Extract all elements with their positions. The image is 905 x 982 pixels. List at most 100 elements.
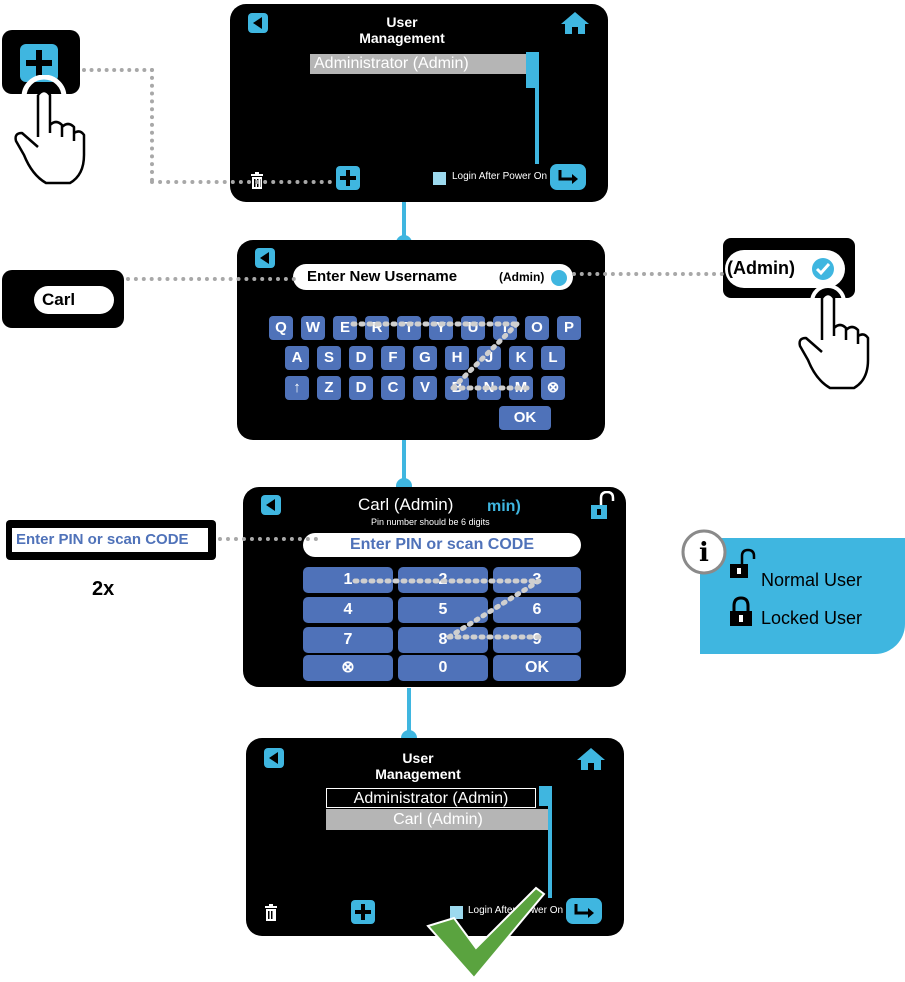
enter-icon <box>558 170 578 184</box>
lock-closed-icon <box>730 596 752 626</box>
key[interactable]: A <box>285 346 309 370</box>
success-check-icon <box>426 886 546 980</box>
dotted-leader-2 <box>126 277 296 281</box>
key[interactable]: F <box>381 346 405 370</box>
lock-open-icon <box>730 548 756 578</box>
user-list-item-selected[interactable]: Carl (Admin) <box>326 809 550 830</box>
callout-username-value: Carl <box>34 286 114 314</box>
numpad-ok-button[interactable]: OK <box>493 655 581 681</box>
dotted-leader-1-v <box>150 68 154 182</box>
trash-icon[interactable] <box>264 904 278 922</box>
page-title: User Management <box>359 14 445 46</box>
back-button[interactable] <box>261 495 281 515</box>
add-icon <box>355 904 371 920</box>
back-button[interactable] <box>264 748 284 768</box>
key[interactable]: D <box>349 376 373 400</box>
home-icon[interactable] <box>576 746 606 772</box>
key[interactable]: R <box>365 316 389 340</box>
locked-user-label: Locked User <box>761 608 863 628</box>
lock-open-icon[interactable] <box>589 491 615 521</box>
key[interactable]: L <box>541 346 565 370</box>
numpad-key[interactable]: 0 <box>398 655 488 681</box>
pin-input[interactable]: Enter PIN or scan CODE <box>303 533 581 557</box>
key[interactable]: V <box>413 376 437 400</box>
scrollbar-thumb[interactable] <box>526 52 539 88</box>
screen-enter-username: Enter New Username (Admin) Q W E R T Y U… <box>237 240 605 440</box>
key[interactable]: T <box>397 316 421 340</box>
user-header-overlap: min) <box>487 498 521 515</box>
numpad-delete-key[interactable]: ⊗ <box>303 655 393 681</box>
back-icon <box>266 499 275 511</box>
repeat-count: 2x <box>92 578 115 600</box>
key-shift[interactable]: ↑ <box>285 376 309 400</box>
key[interactable]: K <box>509 346 533 370</box>
back-button[interactable] <box>255 248 275 268</box>
scrollbar-track[interactable] <box>548 786 552 898</box>
pin-hint: Pin number should be 6 digits <box>371 517 490 527</box>
user-list-item[interactable]: Administrator (Admin) <box>326 788 536 808</box>
key[interactable]: C <box>381 376 405 400</box>
back-icon <box>253 17 262 29</box>
login-after-power-on-checkbox[interactable] <box>450 906 463 919</box>
callout-admin-pill: (Admin) <box>725 250 845 288</box>
key[interactable]: Z <box>317 376 341 400</box>
screen-enter-pin: Carl (Admin) min) Pin number should be 6… <box>243 487 626 687</box>
key[interactable]: G <box>413 346 437 370</box>
login-after-power-on-checkbox[interactable] <box>433 172 446 185</box>
back-button[interactable] <box>248 13 268 33</box>
normal-user-label: Normal User <box>761 570 863 590</box>
pin-input-placeholder: Enter PIN or scan CODE <box>349 536 535 553</box>
home-icon[interactable] <box>560 10 590 36</box>
key[interactable]: O <box>525 316 549 340</box>
enter-button[interactable] <box>550 164 586 190</box>
scrollbar-thumb[interactable] <box>539 786 552 806</box>
add-user-button[interactable] <box>351 900 375 924</box>
key[interactable]: P <box>557 316 581 340</box>
connector-1-2 <box>402 202 406 242</box>
add-user-button[interactable] <box>336 166 360 190</box>
numpad-key[interactable]: 4 <box>303 597 393 623</box>
key[interactable]: U <box>461 316 485 340</box>
add-icon <box>340 170 356 186</box>
add-icon <box>26 50 52 76</box>
key[interactable]: W <box>301 316 325 340</box>
back-icon <box>269 752 278 764</box>
key[interactable]: E <box>333 316 357 340</box>
ok-button[interactable]: OK <box>499 406 551 430</box>
numpad-key[interactable]: 7 <box>303 627 393 653</box>
enter-icon <box>574 904 594 918</box>
numpad-key[interactable]: 6 <box>493 597 581 623</box>
username-field-label: Enter New Username <box>307 268 458 285</box>
key[interactable]: H <box>445 346 469 370</box>
pointing-hand-icon <box>798 284 870 390</box>
numpad-key[interactable]: 5 <box>398 597 488 623</box>
dotted-leader-1 <box>82 68 154 72</box>
callout-admin-label: (Admin) <box>727 258 795 278</box>
login-after-power-on-label: Login After Power On <box>452 171 548 182</box>
pointing-hand-icon <box>14 75 86 185</box>
svg-text:i: i <box>699 538 709 568</box>
dotted-leader-3 <box>572 272 724 276</box>
role-label: (Admin) <box>499 270 545 284</box>
check-circle-icon <box>812 258 834 280</box>
info-legend <box>700 538 905 654</box>
connector-3-4 <box>407 688 411 736</box>
scrollbar-track[interactable] <box>535 52 539 164</box>
admin-toggle[interactable] <box>551 270 567 286</box>
key[interactable]: S <box>317 346 341 370</box>
pin-trace <box>352 578 542 640</box>
key[interactable]: Y <box>429 316 453 340</box>
user-header-name: Carl (Admin) <box>358 495 454 514</box>
enter-button[interactable] <box>566 898 602 924</box>
info-icon: i <box>681 529 727 575</box>
key-delete[interactable]: ⊗ <box>541 376 565 400</box>
key[interactable]: D <box>349 346 373 370</box>
back-icon <box>260 252 269 264</box>
screen-user-management-1: User Management Administrator (Admin) Lo… <box>230 4 608 202</box>
dotted-leader-1-h <box>150 180 332 184</box>
screen-user-management-2: User Management Administrator (Admin) Ca… <box>246 738 624 936</box>
numpad-key[interactable]: 8 <box>398 627 488 653</box>
key[interactable]: Q <box>269 316 293 340</box>
username-field[interactable]: Enter New Username (Admin) <box>293 264 573 290</box>
user-list-item[interactable]: Administrator (Admin) <box>310 54 527 74</box>
